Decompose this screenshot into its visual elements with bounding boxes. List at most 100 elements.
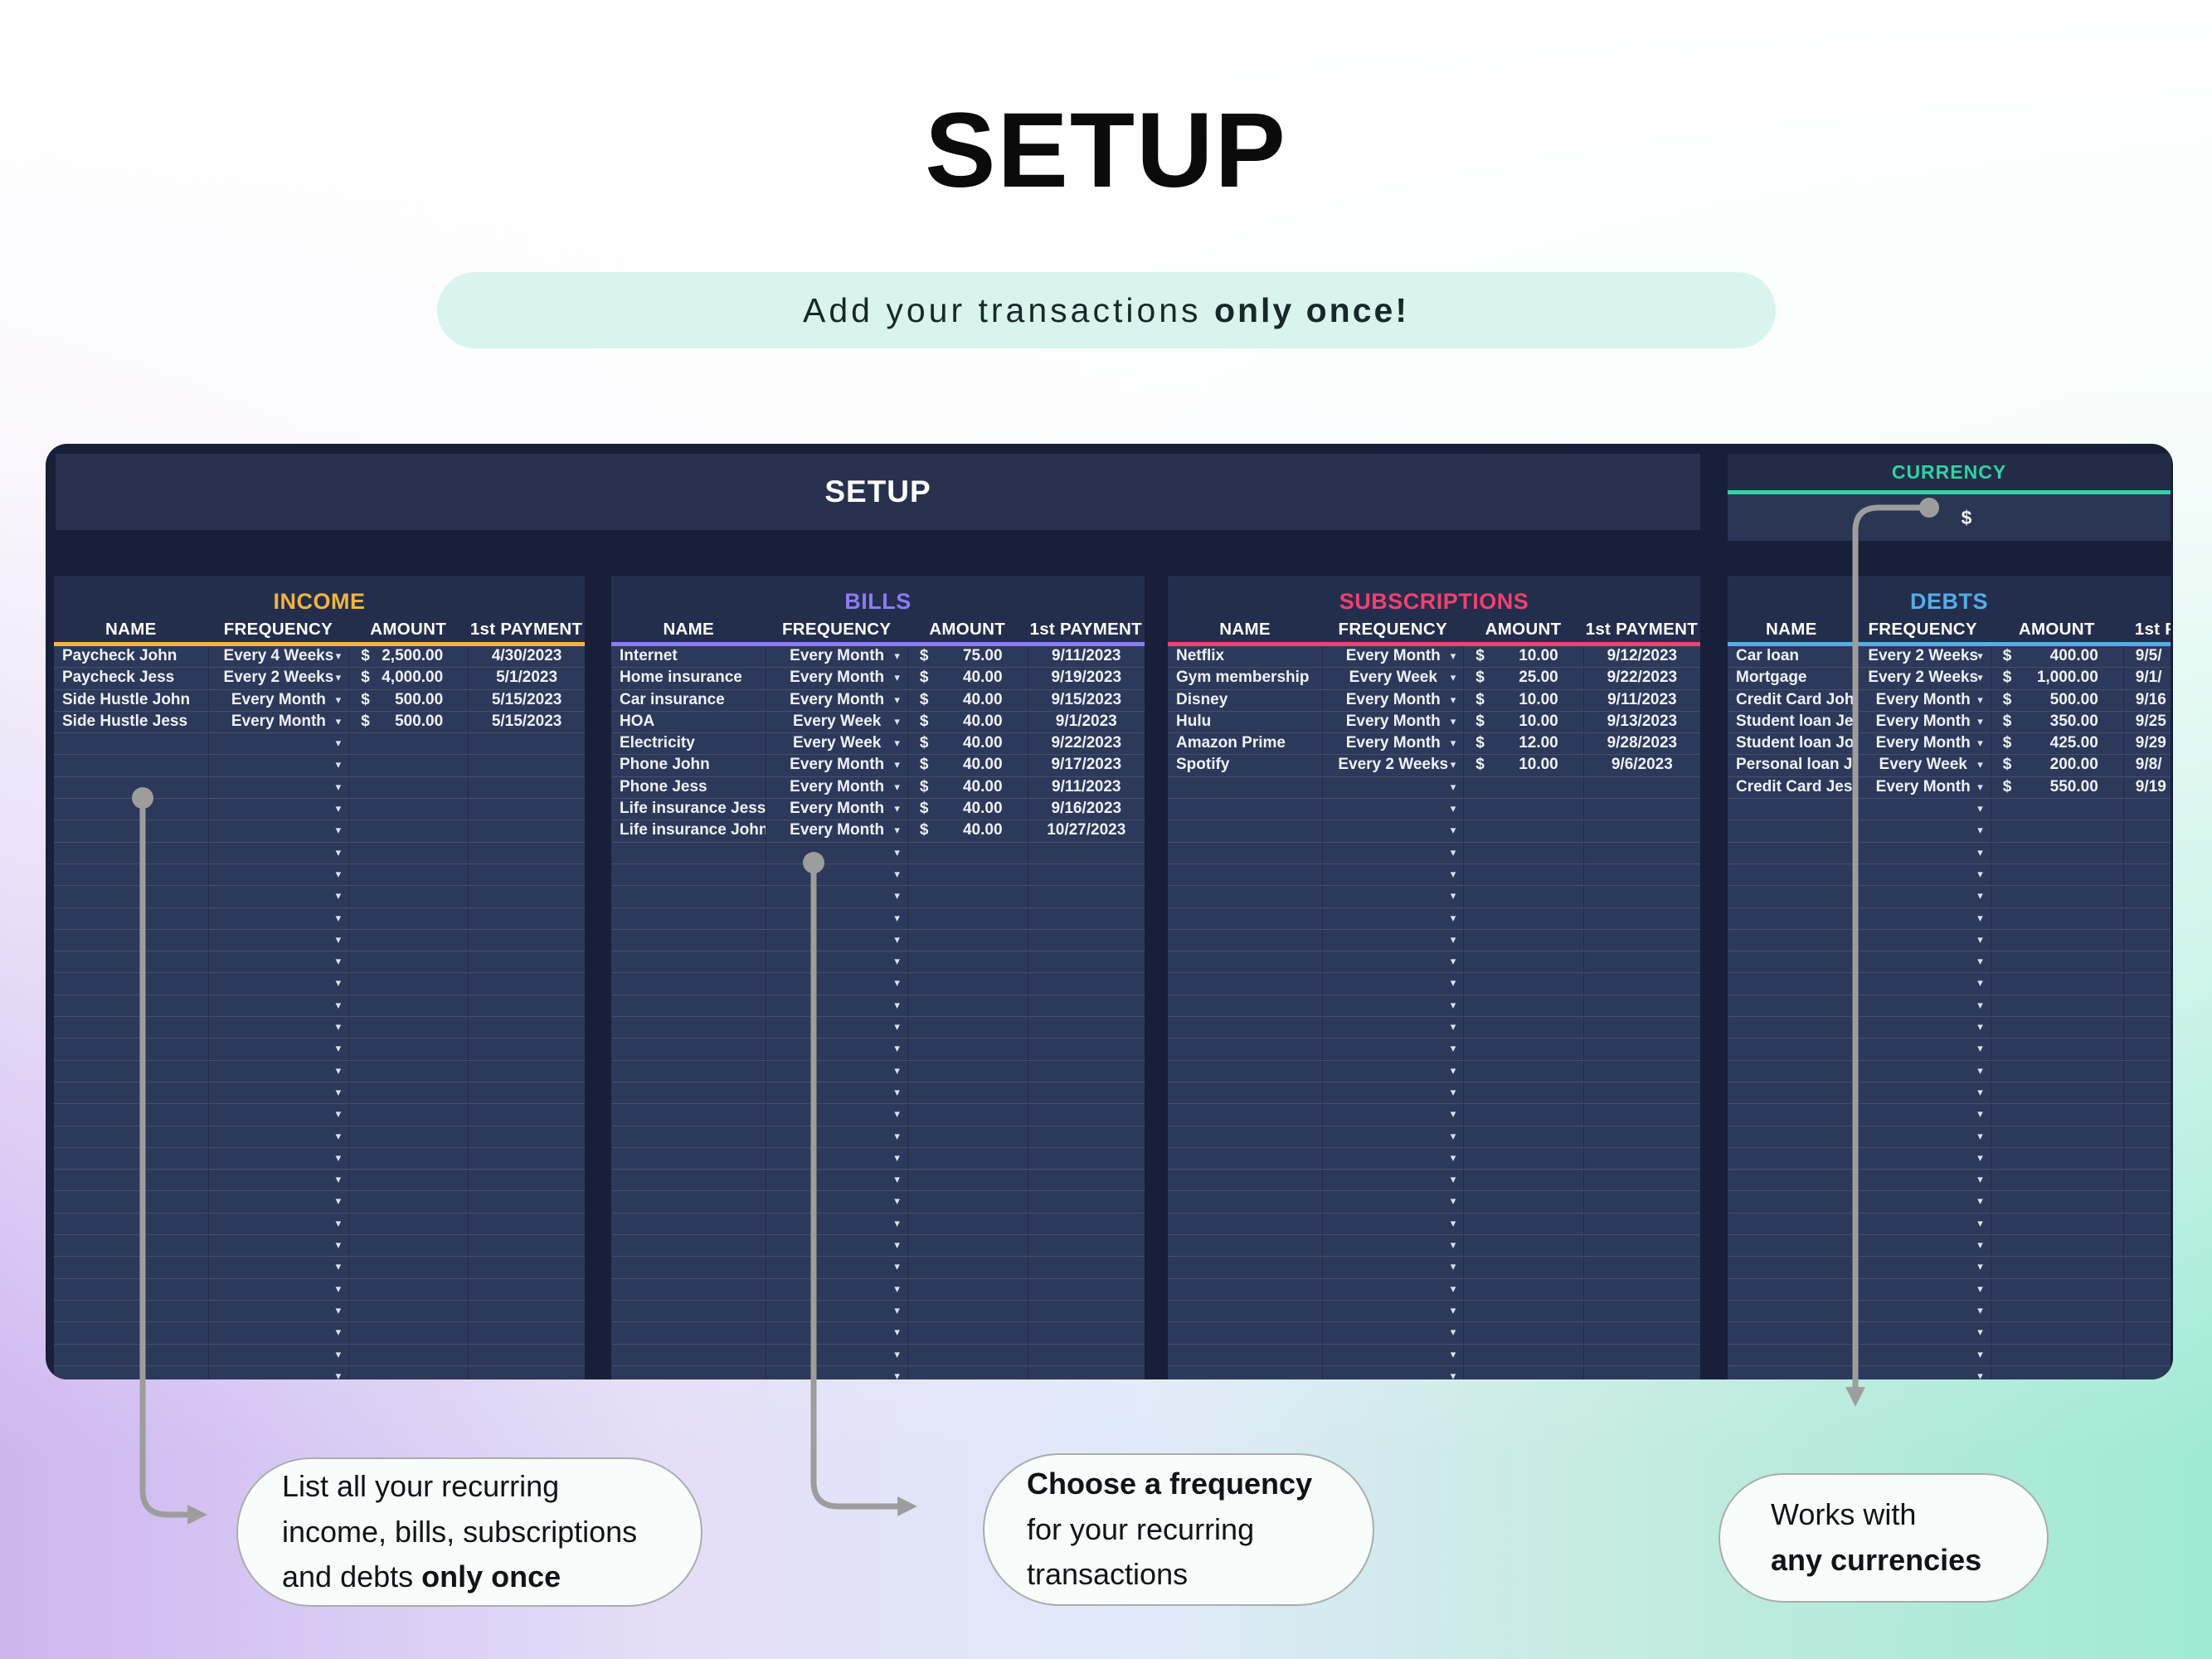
dropdown-arrow-icon[interactable]: ▾ — [335, 1216, 342, 1229]
cell-amount[interactable] — [348, 1365, 468, 1379]
dropdown-arrow-icon[interactable]: ▾ — [1977, 1129, 1983, 1142]
cell-first-payment[interactable] — [2122, 1278, 2171, 1300]
cell-amount[interactable] — [907, 842, 1028, 864]
cell-first-payment[interactable] — [468, 973, 585, 995]
cell-amount[interactable] — [1990, 1213, 2123, 1235]
dropdown-arrow-icon[interactable]: ▾ — [1450, 714, 1456, 727]
cell-first-payment[interactable] — [468, 820, 585, 842]
cell-amount[interactable]: $40.00 — [907, 755, 1028, 776]
cell-name[interactable]: Side Hustle Jess — [62, 712, 188, 730]
cell-frequency-dropdown[interactable]: Every 2 Weeks▾ — [207, 668, 349, 689]
dropdown-arrow-icon[interactable]: ▾ — [1977, 1173, 1983, 1186]
cell-amount[interactable] — [348, 864, 468, 886]
cell-name[interactable] — [1728, 820, 1855, 841]
dropdown-arrow-icon[interactable]: ▾ — [1450, 1369, 1456, 1379]
cell-first-payment[interactable] — [1582, 1322, 1700, 1344]
dropdown-arrow-icon[interactable]: ▾ — [335, 845, 342, 859]
cell-name[interactable] — [611, 1345, 766, 1365]
cell-name[interactable] — [1168, 843, 1322, 864]
cell-first-payment[interactable] — [1582, 864, 1700, 886]
cell-amount[interactable] — [1463, 1365, 1582, 1379]
cell-amount[interactable] — [1990, 820, 2123, 842]
cell-name[interactable] — [1728, 1301, 1855, 1321]
cell-first-payment[interactable] — [1582, 1060, 1700, 1082]
cell-first-payment[interactable]: 4/30/2023 — [468, 646, 585, 668]
cell-name[interactable] — [1168, 1257, 1322, 1277]
dropdown-arrow-icon[interactable]: ▾ — [1450, 1326, 1456, 1339]
cell-frequency-dropdown[interactable]: ▾ — [207, 864, 349, 886]
cell-frequency-dropdown[interactable]: ▾ — [1855, 1147, 1991, 1170]
dropdown-arrow-icon[interactable]: ▾ — [1977, 1347, 1983, 1360]
dropdown-arrow-icon[interactable]: ▾ — [1450, 867, 1456, 880]
cell-name[interactable] — [1728, 908, 1855, 929]
cell-first-payment[interactable] — [2122, 864, 2171, 886]
cell-name[interactable] — [1168, 1279, 1322, 1300]
cell-name[interactable] — [611, 1126, 766, 1147]
cell-amount[interactable] — [1990, 1147, 2123, 1170]
cell-frequency-dropdown[interactable]: ▾ — [207, 1300, 349, 1322]
cell-name[interactable] — [611, 1039, 766, 1059]
cell-first-payment[interactable]: 5/1/2023 — [468, 668, 585, 689]
dropdown-arrow-icon[interactable]: ▾ — [1977, 955, 1983, 968]
cell-first-payment[interactable] — [2122, 1322, 2171, 1344]
dropdown-arrow-icon[interactable]: ▾ — [894, 998, 900, 1011]
cell-name[interactable] — [54, 1126, 208, 1147]
cell-first-payment[interactable] — [468, 776, 585, 799]
cell-frequency-dropdown[interactable]: ▾ — [1855, 1039, 1991, 1060]
cell-first-payment[interactable] — [468, 1278, 585, 1300]
cell-name[interactable] — [611, 951, 766, 972]
cell-amount[interactable] — [1990, 1017, 2123, 1039]
cell-first-payment[interactable] — [1027, 907, 1145, 929]
cell-first-payment[interactable] — [1582, 820, 1700, 842]
cell-amount[interactable] — [1463, 1126, 1582, 1147]
cell-name[interactable] — [1168, 1214, 1322, 1234]
cell-name[interactable] — [54, 1104, 208, 1125]
dropdown-arrow-icon[interactable]: ▾ — [894, 802, 900, 815]
cell-amount[interactable] — [1463, 1060, 1582, 1082]
dropdown-arrow-icon[interactable]: ▾ — [1977, 1303, 1983, 1316]
cell-frequency-dropdown[interactable]: ▾ — [1322, 1147, 1463, 1170]
dropdown-arrow-icon[interactable]: ▾ — [335, 1194, 342, 1208]
cell-first-payment[interactable] — [1582, 1278, 1700, 1300]
cell-first-payment[interactable] — [2122, 907, 2171, 929]
cell-first-payment[interactable] — [2122, 1300, 2171, 1322]
cell-amount[interactable]: $40.00 — [907, 668, 1028, 689]
dropdown-arrow-icon[interactable]: ▾ — [1450, 802, 1456, 815]
cell-name[interactable]: Personal loan Jess — [1736, 756, 1855, 774]
cell-frequency-dropdown[interactable]: Every Month▾ — [1322, 711, 1463, 733]
cell-first-payment[interactable] — [1582, 1126, 1700, 1147]
cell-amount[interactable] — [907, 1060, 1028, 1082]
cell-first-payment[interactable]: 9/5/ — [2122, 646, 2171, 668]
cell-first-payment[interactable] — [468, 1257, 585, 1278]
cell-amount[interactable] — [907, 1235, 1028, 1257]
cell-first-payment[interactable] — [1582, 776, 1700, 799]
cell-amount[interactable] — [1990, 951, 2123, 973]
dropdown-arrow-icon[interactable]: ▾ — [1977, 1151, 1983, 1164]
cell-first-payment[interactable]: 9/19/2023 — [1027, 668, 1145, 689]
cell-amount[interactable] — [348, 776, 468, 799]
cell-name[interactable]: Home insurance — [620, 669, 742, 687]
cell-name[interactable] — [1728, 1148, 1855, 1169]
cell-first-payment[interactable] — [1027, 1300, 1145, 1322]
currency-value-cell[interactable]: $ — [1728, 494, 2171, 541]
dropdown-arrow-icon[interactable]: ▾ — [335, 780, 342, 793]
cell-amount[interactable] — [348, 995, 468, 1017]
cell-name[interactable] — [611, 1148, 766, 1169]
cell-amount[interactable] — [1463, 1344, 1582, 1365]
cell-amount[interactable]: $500.00 — [348, 711, 468, 733]
dropdown-arrow-icon[interactable]: ▾ — [335, 1063, 342, 1077]
cell-amount[interactable] — [1990, 1170, 2123, 1191]
cell-frequency-dropdown[interactable]: ▾ — [1855, 1235, 1991, 1257]
cell-name[interactable] — [1168, 1191, 1322, 1212]
cell-frequency-dropdown[interactable]: ▾ — [766, 1191, 907, 1213]
dropdown-arrow-icon[interactable]: ▾ — [894, 932, 900, 946]
dropdown-arrow-icon[interactable]: ▾ — [894, 758, 900, 771]
cell-frequency-dropdown[interactable]: ▾ — [207, 755, 349, 776]
cell-amount[interactable] — [348, 842, 468, 864]
dropdown-arrow-icon[interactable]: ▾ — [335, 932, 342, 946]
cell-frequency-dropdown[interactable]: Every Month▾ — [766, 755, 907, 776]
cell-frequency-dropdown[interactable]: ▾ — [1855, 842, 1991, 864]
cell-frequency-dropdown[interactable]: ▾ — [1322, 907, 1463, 929]
cell-frequency-dropdown[interactable]: ▾ — [766, 1104, 907, 1126]
cell-first-payment[interactable]: 9/16/2023 — [1027, 799, 1145, 820]
